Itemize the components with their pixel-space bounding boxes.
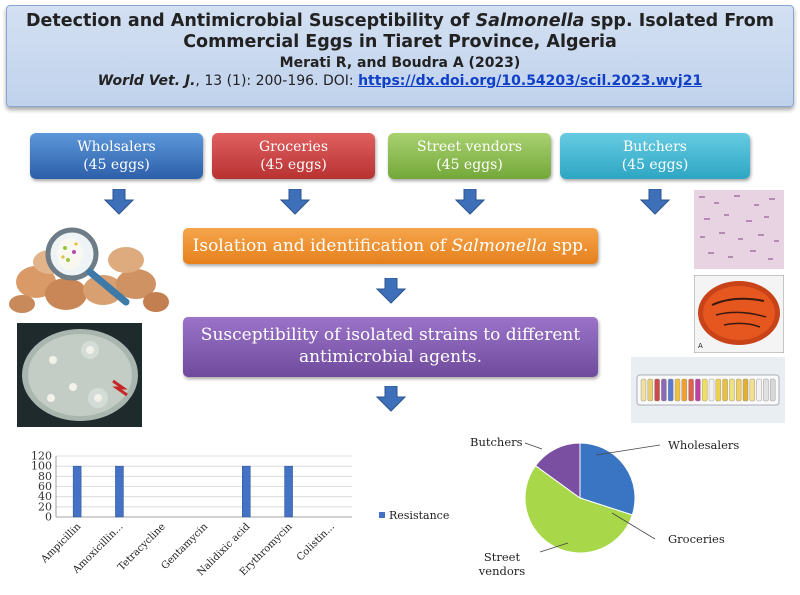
header-citation: World Vet. J., 13 (1): 200-196. DOI: htt… xyxy=(7,73,793,89)
source-count: (45 eggs) xyxy=(83,157,150,173)
test-cup xyxy=(708,378,715,402)
test-cup xyxy=(769,378,776,402)
source-wholesalers: Wholsalers (45 eggs) xyxy=(30,133,203,179)
header-title: Detection and Antimicrobial Susceptibili… xyxy=(7,11,793,53)
x-tick-label: Colistin... xyxy=(295,521,337,563)
test-cup xyxy=(722,378,728,402)
pie-label-butchers: Butchers xyxy=(470,435,523,449)
title-text-post: spp. Isolated From xyxy=(584,11,775,31)
pie-slice xyxy=(534,442,581,499)
source-name: Wholsalers xyxy=(77,139,156,155)
source-pie-chart xyxy=(524,442,636,554)
pie-leader-lines xyxy=(524,442,661,553)
test-cup xyxy=(668,378,674,402)
bar xyxy=(115,465,124,518)
test-cup xyxy=(742,378,749,402)
x-tick-label: Ampicillin xyxy=(39,521,84,566)
y-tick-label: 120 xyxy=(31,450,52,463)
legend-swatch xyxy=(379,512,385,518)
bar xyxy=(72,465,82,518)
y-tick-label: 80 xyxy=(38,470,52,483)
test-cup xyxy=(763,378,769,402)
step-line1: Susceptibility of isolated strains to di… xyxy=(200,325,581,345)
bar xyxy=(242,465,251,518)
test-cup xyxy=(654,378,660,402)
test-cup xyxy=(735,378,742,402)
title-text: Detection and Antimicrobial Susceptibili… xyxy=(25,11,476,31)
test-cup xyxy=(695,378,701,402)
pie-label-wholesalers: Wholesalers xyxy=(668,438,740,452)
test-cup xyxy=(729,378,735,402)
y-tick-label: 100 xyxy=(31,460,52,473)
journal-name: World Vet. J. xyxy=(97,73,196,89)
antibiogram-plate-image xyxy=(17,323,142,427)
bar xyxy=(284,465,293,518)
title-italic: Salmonella xyxy=(475,11,585,31)
source-groceries: Groceries (45 eggs) xyxy=(212,133,375,179)
step-text-post: spp. xyxy=(547,236,589,256)
test-cup xyxy=(756,378,762,402)
source-name: Butchers xyxy=(623,139,687,155)
down-arrow-icon xyxy=(376,386,406,412)
pie-slice xyxy=(579,442,636,516)
source-count: (45 eggs) xyxy=(621,157,689,173)
test-cup xyxy=(640,378,647,402)
pie-label-street-vendors: Street vendors xyxy=(478,550,526,578)
legend-label: Resistance xyxy=(389,509,449,522)
step-line2: antimicrobial agents. xyxy=(298,347,483,367)
test-cup xyxy=(749,378,756,402)
title-line2: Commercial Eggs in Tiaret Province, Alge… xyxy=(183,32,617,52)
source-name: Groceries xyxy=(258,139,329,155)
down-arrow-icon xyxy=(280,189,310,215)
down-arrow-icon xyxy=(640,189,670,215)
test-cup xyxy=(661,378,667,402)
test-cup xyxy=(701,378,708,402)
eggs-magnifier-image xyxy=(9,227,169,313)
doi-link[interactable]: https://dx.doi.org/10.54203/scil.2023.wv… xyxy=(358,73,703,89)
step-text: Isolation and identification of xyxy=(192,236,452,256)
y-tick-label: 20 xyxy=(38,500,52,513)
test-cup xyxy=(674,378,681,402)
y-tick-label: 40 xyxy=(38,490,52,503)
isolation-step: Isolation and identification of Salmonel… xyxy=(183,228,598,264)
plate-label: A xyxy=(698,342,703,350)
pie-label-groceries: Groceries xyxy=(668,532,725,546)
down-arrow-icon xyxy=(455,189,485,215)
microscopy-image xyxy=(694,190,784,269)
test-cup xyxy=(715,378,722,402)
step-italic: Salmonella xyxy=(451,236,548,256)
susceptibility-step: Susceptibility of isolated strains to di… xyxy=(183,317,598,377)
source-street-vendors: Street vendors (45 eggs) xyxy=(388,133,551,179)
header-authors: Merati R, and Boudra A (2023) xyxy=(279,55,521,71)
source-butchers: Butchers (45 eggs) xyxy=(560,133,750,179)
test-cup xyxy=(688,378,694,402)
source-count: (45 eggs) xyxy=(260,157,327,173)
source-count: (45 eggs) xyxy=(436,157,503,173)
down-arrow-icon xyxy=(376,278,406,304)
y-tick-label: 0 xyxy=(45,511,52,524)
header-banner: Detection and Antimicrobial Susceptibili… xyxy=(6,5,794,107)
culture-plate-image: A xyxy=(694,275,784,353)
source-name: Street vendors xyxy=(416,139,523,155)
citation-text: , 13 (1): 200-196. DOI: xyxy=(195,73,359,89)
y-tick-label: 60 xyxy=(38,480,52,493)
api-strip-image xyxy=(631,357,785,423)
test-cup xyxy=(647,378,653,402)
test-cup xyxy=(681,378,687,402)
down-arrow-icon xyxy=(104,189,134,215)
